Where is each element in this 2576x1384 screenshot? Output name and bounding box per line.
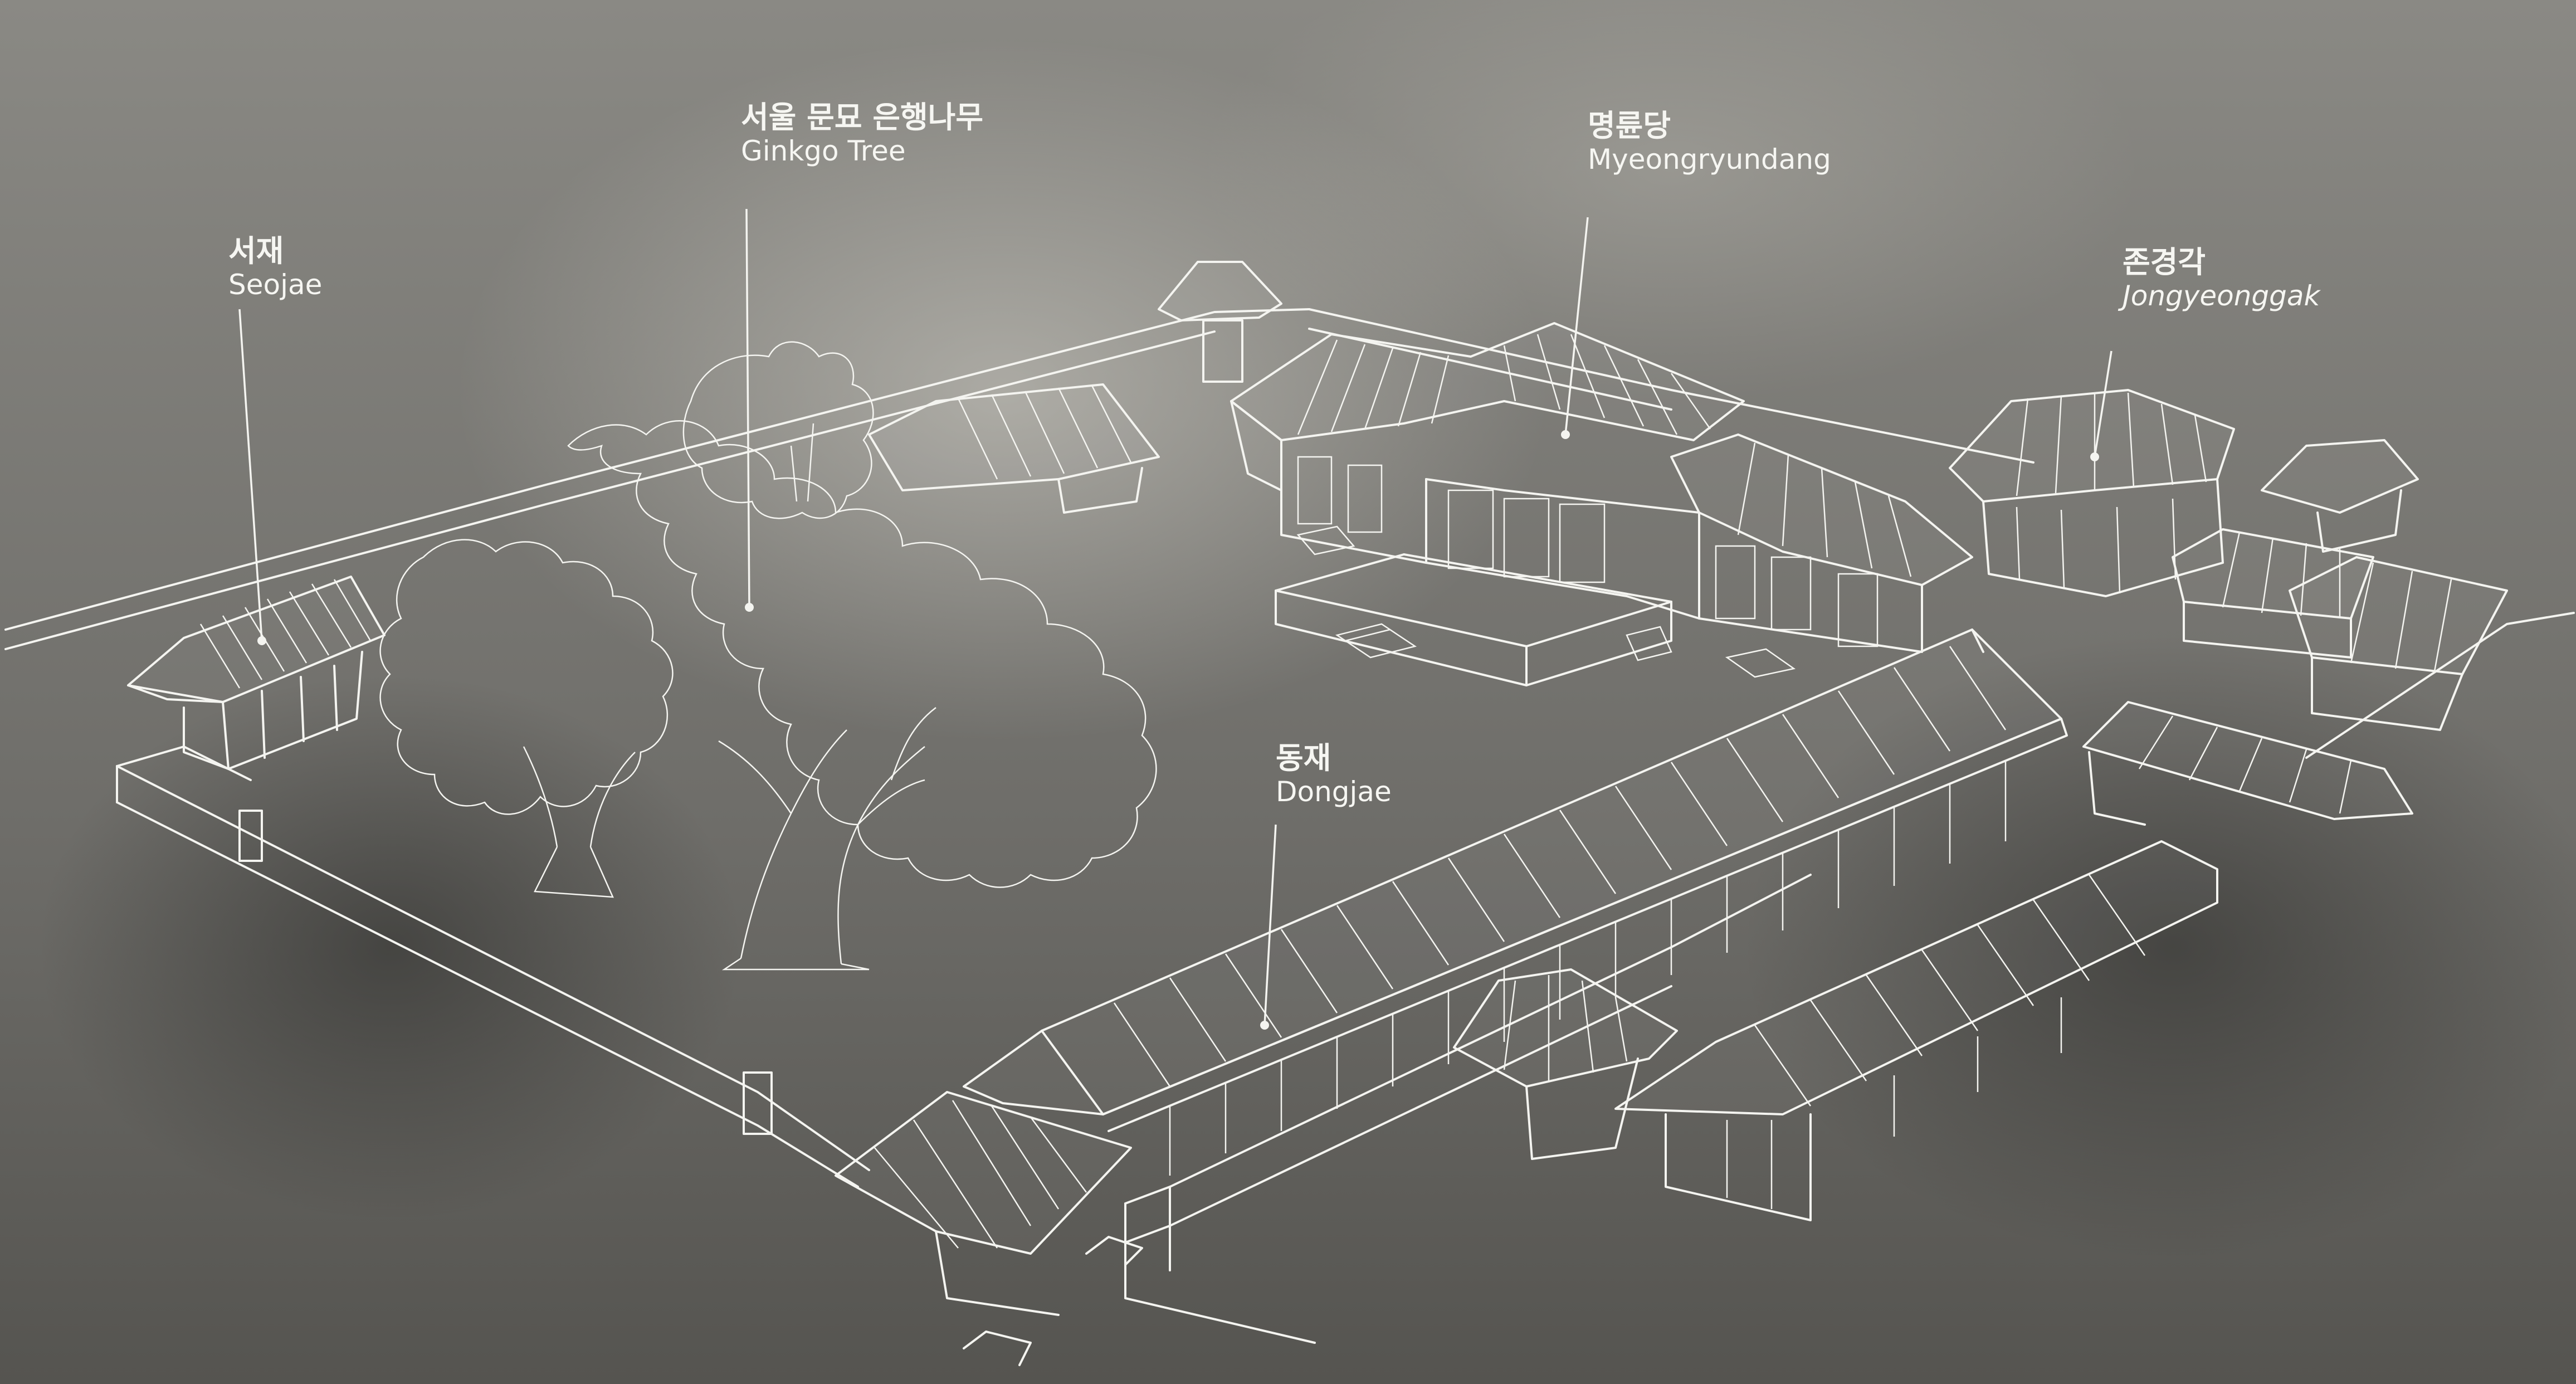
jongyeonggak-building [1949,389,2419,597]
dongjae-label-korean: 동재 [1276,740,1331,776]
back-gate [1158,261,1282,383]
jongyeonggak-label: 존경각 Jongyeonggak [2123,245,2320,313]
leader-lines [238,208,2112,1030]
ginkgo-label-korean: 서울 문묘 은행나무 [741,100,984,135]
southeast-buildings [1614,840,2218,1221]
jongyeonggak-label-english: Jongyeonggak [2123,280,2320,312]
dongjae-gate [1453,968,1678,1160]
seojae-label: 서재 Seojae [228,234,322,301]
jongyeonggak-label-korean: 존경각 [2123,245,2206,280]
dongjae-label: 동재 Dongjae [1276,741,1392,808]
seojae-building [127,576,386,770]
myeongryundang-label: 명륜당 Myeongryundang [1588,109,1831,176]
dongjae-label-english: Dongjae [1276,776,1392,808]
dongjae-building [835,628,2068,1366]
rear-west-pavilion [868,383,1160,514]
seojae-label-english: Seojae [228,269,323,301]
ginkgo-tree [379,341,1157,971]
myeongryundang-label-korean: 명륜당 [1588,108,1671,143]
east-side-buildings [2082,528,2575,826]
myeongryundang-label-english: Myeongryundang [1588,143,1831,176]
west-wall-post [238,810,263,862]
west-gate-post [743,1071,773,1135]
myeongryundang-building [1230,322,1973,686]
seojae-label-korean: 서재 [228,233,284,269]
ginkgo-label: 서울 문묘 은행나무 Ginkgo Tree [741,100,984,168]
compound-walls [4,308,2035,1344]
main-hall-steps [1296,525,1796,678]
ginkgo-label-english: Ginkgo Tree [741,135,906,167]
